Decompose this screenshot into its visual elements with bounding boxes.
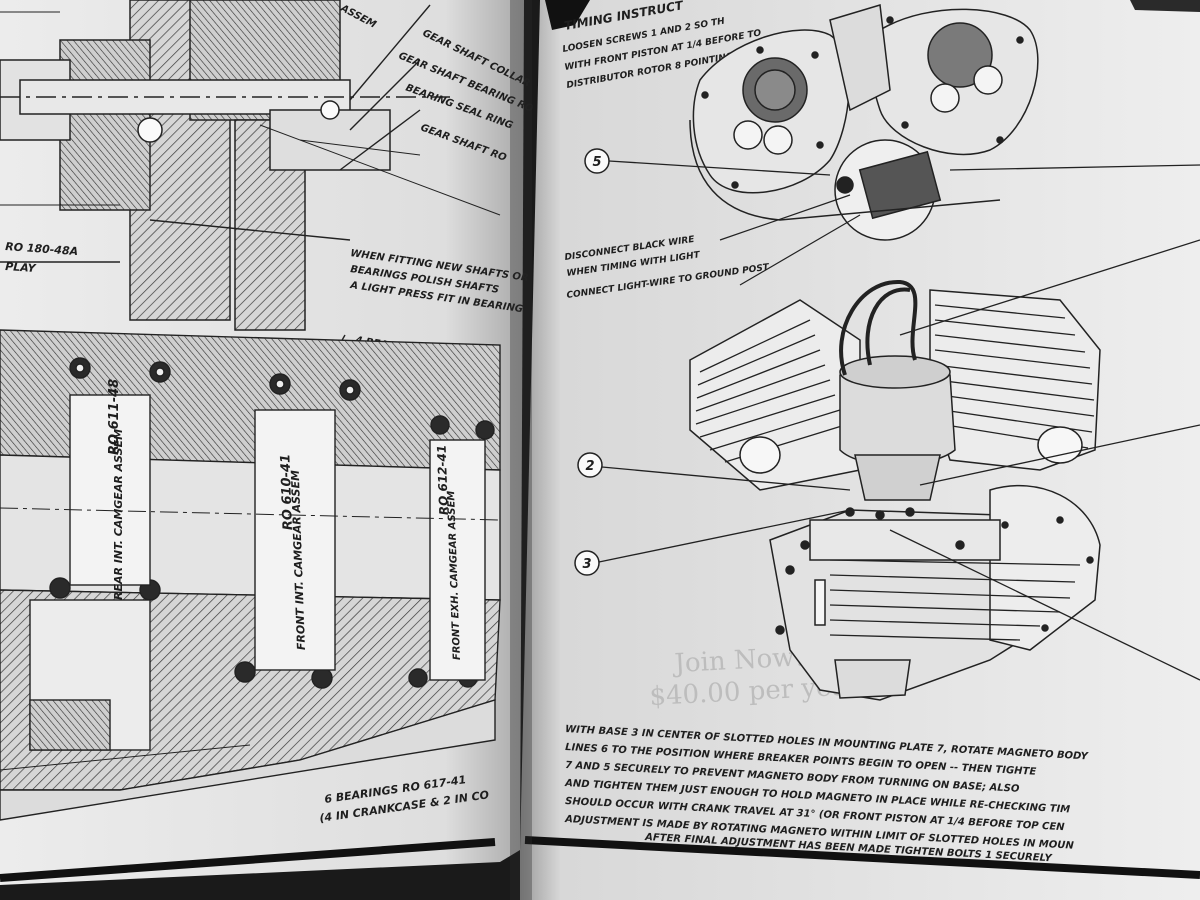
label-play: PLAY xyxy=(5,260,37,275)
left-page: ASSEM GEAR SHAFT COLLAR GEAR SHAFT BEARI… xyxy=(0,0,535,885)
callout-circle-2 xyxy=(577,452,603,478)
engine-drawing xyxy=(689,279,1101,701)
faint-text-0: Join Now! xyxy=(671,642,806,679)
left-page-bottom-rule xyxy=(0,838,496,882)
column-1-name: FRONT INT. CAMGEAR ASSEM xyxy=(289,470,308,651)
callout-2: 2 xyxy=(585,459,594,474)
gear-cover-drawing xyxy=(689,4,1039,241)
callout-3: 3 xyxy=(582,557,591,572)
heading-tab xyxy=(545,0,590,30)
callout-5: 5 xyxy=(592,155,601,170)
column-1-part: RO 610-41 xyxy=(278,454,296,531)
right-page: TIMING INSTRUCT LOOSEN SCREWS 1 AND 2 SO… xyxy=(520,0,1200,900)
top-right-mark xyxy=(1130,0,1200,12)
gear-shaft-section xyxy=(0,0,501,331)
column-2-part: RO 612-41 xyxy=(435,445,451,516)
camgear-section xyxy=(0,329,501,821)
column-0-name: REAR INT. CAMGEAR ASSEM xyxy=(112,429,125,600)
label-ro-180: RO 180-48A xyxy=(5,240,79,258)
book-gutter xyxy=(510,0,532,900)
column-0-part: RO 611-48 xyxy=(107,379,122,455)
right-page-bottom-rule xyxy=(524,836,1200,879)
callout-circle-3 xyxy=(574,550,600,576)
